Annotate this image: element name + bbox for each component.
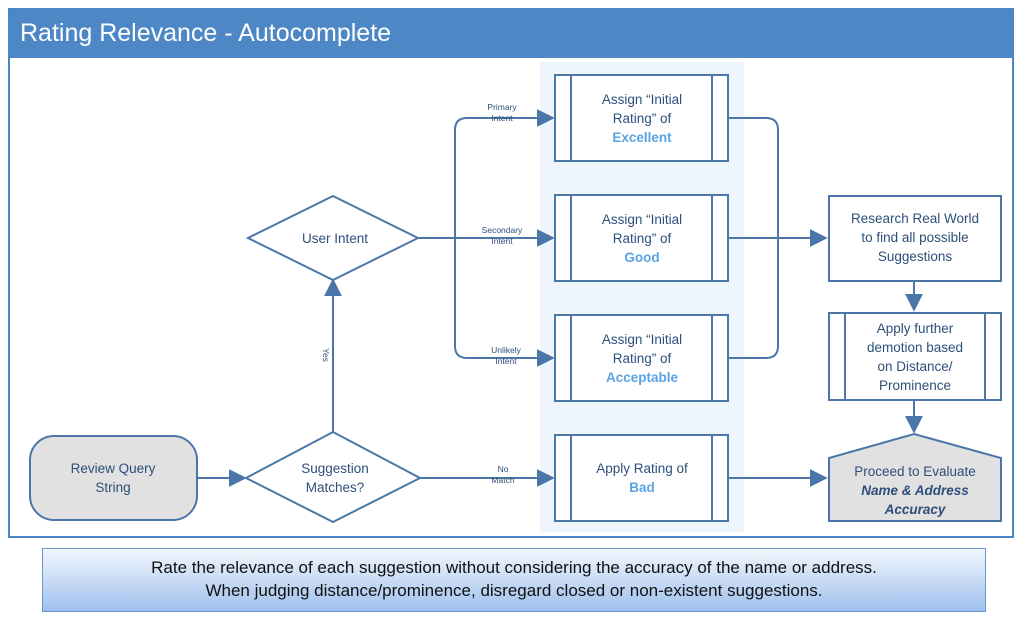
acceptable-rating-node: Assign “Initial Rating” of Acceptable [554,314,729,402]
bad-rating-node: Apply Rating of Bad [554,434,729,522]
primary-label-1: Primary [487,102,517,112]
proceed-emphasis-1: Name & Address [861,483,969,498]
yes-label: Yes [321,348,331,362]
good-line-1: Assign “Initial [602,212,682,227]
unlikely-label-2: Intent [495,356,517,366]
title-bar: Rating Relevance - Autocomplete [10,10,1012,58]
demotion-node: Apply further demotion based on Distance… [828,312,1002,401]
proceed-emphasis-2: Accuracy [884,502,947,517]
diagram-title: Rating Relevance - Autocomplete [20,19,392,47]
review-query-line-2: String [95,480,130,495]
demotion-line-3: on Distance/ [877,359,952,374]
good-rating-node: Assign “Initial Rating” of Good [554,194,729,282]
research-line-3: Suggestions [878,249,953,264]
excellent-line-1: Assign “Initial [602,92,682,107]
no-match-label-1: No [498,464,509,474]
review-query-node [29,435,198,521]
demotion-line-1: Apply further [877,321,954,336]
proceed-line: Proceed to Evaluate [854,464,976,479]
caption-line-1: Rate the relevance of each suggestion wi… [151,558,877,577]
user-intent-decision [245,194,421,282]
user-intent-label: User Intent [302,231,368,246]
review-query-line-1: Review Query [71,461,156,476]
caption-note: Rate the relevance of each suggestion wi… [42,548,986,612]
excellent-rating-node: Assign “Initial Rating” of Excellent [554,74,729,162]
primary-label-2: Intent [491,113,513,123]
caption-line-2: When judging distance/prominence, disreg… [205,581,823,600]
excellent-rating: Excellent [612,130,672,145]
bad-rating: Bad [629,480,655,495]
acceptable-rating: Acceptable [606,370,679,385]
acceptable-line-1: Assign “Initial [602,332,682,347]
suggestion-matches-decision [243,430,423,524]
secondary-label-2: Intent [491,236,513,246]
bad-line-1: Apply Rating of [596,461,688,476]
edge-primary-intent [454,109,555,238]
flowchart: Review Query String Suggestion Matches? … [29,62,1002,532]
research-line-1: Research Real World [851,211,979,226]
excellent-line-2: Rating” of [613,111,672,126]
research-line-2: to find all possible [861,230,968,245]
suggestion-matches-line-1: Suggestion [301,461,369,476]
acceptable-line-2: Rating” of [613,351,672,366]
good-rating: Good [624,250,659,265]
demotion-line-4: Prominence [879,378,951,393]
research-node [828,195,1002,282]
good-line-2: Rating” of [613,231,672,246]
no-match-label-2: Match [491,475,514,485]
unlikely-label-1: Unlikely [491,345,522,355]
suggestion-matches-line-2: Matches? [306,480,365,495]
secondary-label-1: Secondary [482,225,523,235]
demotion-line-2: demotion based [867,340,963,355]
edge-unlikely-intent [454,238,555,367]
proceed-node [828,432,1002,522]
